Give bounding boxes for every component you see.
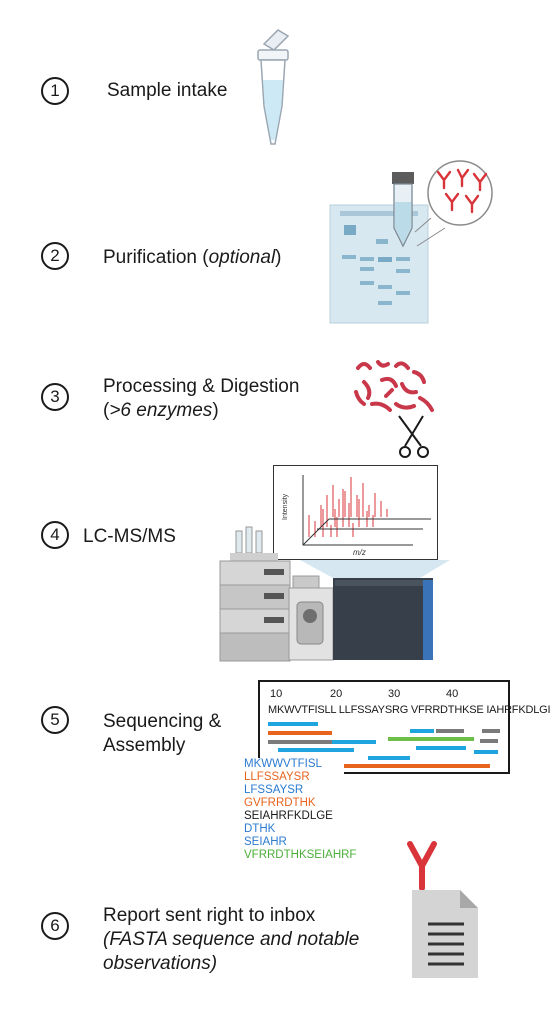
spectrum-ylabel: Intensity (282, 493, 289, 520)
peptide-item: SEIAHRFKDLGE (244, 810, 333, 822)
hplc-instrument (219, 526, 291, 662)
assembled-sequence: MKWVTFISLL LLFSSAYSRG VFRRDTHKSE IAHRFKD… (268, 704, 551, 716)
peptide-item: GVFRRDTHK (244, 797, 316, 809)
step-6-number: 6 (41, 912, 69, 940)
step-4-number: 4 (41, 521, 69, 549)
scissors-icon (398, 415, 429, 458)
mass-spectrum-panel: Intensity m/z (273, 465, 438, 560)
step-3-label-main: Processing & Digestion (103, 376, 300, 397)
peptide-item: LFSSAYSR (244, 784, 304, 796)
step-2-label: Purification (optional) (103, 246, 282, 270)
spectrum-xlabel: m/z (353, 548, 366, 557)
step-2-number: 2 (41, 242, 69, 270)
step-6-label-sub-1: (FASTA sequence and notable (103, 929, 360, 950)
mass-spectrometer (288, 575, 433, 661)
ruler-tick-20: 20 (330, 688, 343, 700)
step-5-label: Sequencing & Assembly (103, 710, 221, 758)
microtube-icon (257, 29, 290, 145)
report-document-icon (407, 841, 478, 978)
step-3-label-sub: >6 enzymes (109, 400, 213, 421)
step-2-label-main: Purification ( (103, 247, 209, 268)
peptide-coverage-bars (268, 722, 500, 768)
step-5-number: 5 (41, 706, 69, 734)
step-5-label-line1: Sequencing & (103, 711, 222, 732)
step-1-number: 1 (41, 77, 69, 105)
step-3-label-tail: ) (212, 400, 219, 421)
step-3-number: 3 (41, 383, 69, 411)
ruler-tick-40: 40 (446, 688, 459, 700)
ruler-tick-30: 30 (388, 688, 401, 700)
step-2-label-tail: ) (275, 247, 282, 268)
peptide-item: SEIAHR (244, 836, 287, 848)
peptide-item: VFRRDTHKSEIAHRF (244, 849, 357, 861)
peptide-item: DTHK (244, 823, 276, 835)
peptide-fragments-icon (354, 360, 434, 412)
falcon-tube-icon (392, 172, 414, 248)
step-6-label: Report sent right to inbox (FASTA sequen… (103, 904, 359, 976)
ruler-tick-10: 10 (270, 688, 283, 700)
step-2-label-sub: optional (208, 247, 276, 268)
step-3-label: Processing & Digestion (>6 enzymes) (103, 375, 299, 423)
step-6-label-sub-2: observations) (103, 953, 218, 974)
peptide-item: MKWWVTFISL (244, 758, 322, 770)
step-3-label-pre: ( (103, 400, 110, 421)
step-4-label: LC-MS/MS (83, 526, 176, 547)
step-5-label-line2: Assembly (103, 735, 186, 756)
peptide-item: LLFSSAYSR (244, 771, 310, 783)
step-1-label: Sample intake (107, 80, 228, 101)
antibody-cluster-icon (436, 168, 488, 214)
step-6-label-main: Report sent right to inbox (103, 905, 316, 926)
peptide-list: MKWWVTFISL LLFSSAYSR LFSSAYSR GVFRRDTHK … (244, 758, 357, 862)
sequence-assembly-box: 10 20 30 40 MKWVTFISLL LLFSSAYSRG VFRRDT… (258, 680, 551, 774)
